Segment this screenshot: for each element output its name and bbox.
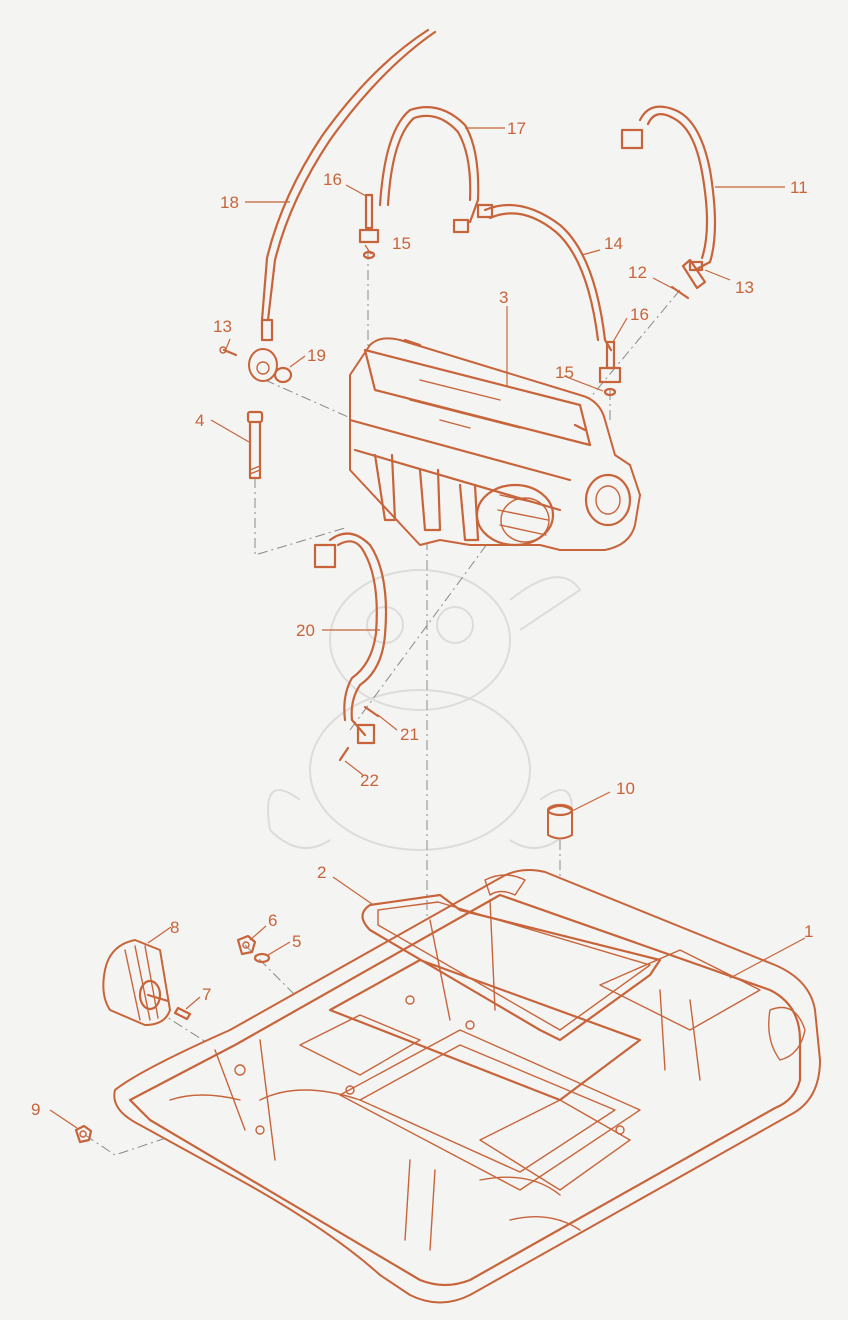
- callout-15-right: 15: [555, 363, 574, 382]
- callout-14: 14: [604, 234, 623, 253]
- callout-5: 5: [292, 932, 301, 951]
- gasket-part: [361, 893, 662, 1042]
- bolt-12-part: [670, 285, 690, 300]
- callout-20: 20: [296, 621, 315, 640]
- cable-11-part: [620, 105, 717, 272]
- fitting-13-right-part: [681, 258, 707, 290]
- callout-10: 10: [616, 779, 635, 798]
- callout-21: 21: [400, 725, 419, 744]
- cable-17-part: [378, 106, 480, 234]
- cable-14-part: [476, 203, 613, 352]
- cable-20-part: [313, 532, 388, 745]
- callout-16-right: 16: [630, 305, 649, 324]
- spacer-part: [546, 803, 574, 840]
- callout-7: 7: [202, 985, 211, 1004]
- callout-17: 17: [507, 119, 526, 138]
- screw-21-part: [363, 705, 380, 718]
- nut-small-part: [74, 1124, 93, 1144]
- callout-13-right: 13: [735, 278, 754, 297]
- nut-part: [236, 934, 257, 956]
- screw-16-left-part: [364, 193, 374, 230]
- callout-18: 18: [220, 193, 239, 212]
- callout-11: 11: [790, 178, 808, 197]
- callout-2: 2: [317, 863, 326, 882]
- fitting-13-left-part: [219, 346, 238, 357]
- callout-13-left: 13: [213, 317, 232, 336]
- screw-22-part: [338, 746, 350, 762]
- screw-16-right-part: [605, 340, 616, 370]
- cable-18-part: [248, 28, 437, 382]
- housing-part: [348, 337, 641, 551]
- callout-labels: 1 2 3 4 5 6 7 8 9 10 11 12 13 13 14 15 1…: [31, 119, 813, 1119]
- callout-8: 8: [170, 918, 179, 937]
- washer-15-left-part: [358, 228, 380, 260]
- bolt-part: [246, 410, 264, 480]
- callout-3: 3: [499, 288, 508, 307]
- base-frame-part: [113, 869, 821, 1304]
- callout-6: 6: [268, 911, 277, 930]
- o-ring-part: [253, 952, 271, 964]
- callout-9: 9: [31, 1100, 40, 1119]
- callout-4: 4: [195, 411, 204, 430]
- callout-22: 22: [360, 771, 379, 790]
- leader-lines: [49, 127, 806, 1129]
- rubber-mount-part: [102, 939, 171, 1026]
- callout-16-left: 16: [323, 170, 342, 189]
- pin-part: [173, 1006, 192, 1021]
- watermark-dragon: [267, 569, 582, 851]
- callout-15-left: 15: [392, 234, 411, 253]
- o-ring-19-part: [273, 366, 293, 384]
- callout-12: 12: [628, 263, 647, 282]
- callout-19: 19: [307, 346, 326, 365]
- callout-1: 1: [804, 922, 813, 941]
